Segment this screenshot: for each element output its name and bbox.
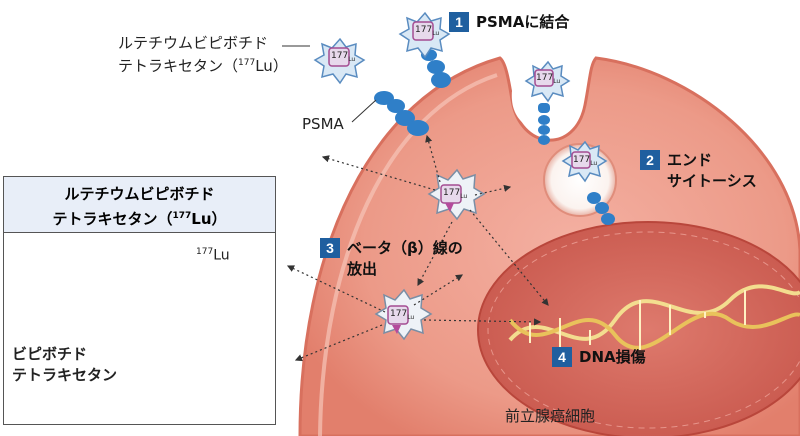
step-2-text: エンドサイトーシス <box>667 151 757 190</box>
step-1-number: 1 <box>449 12 469 32</box>
step-4: 4 DNA損傷 <box>552 347 646 368</box>
molecule-badge-top: 177Lu <box>415 25 440 37</box>
step-1-text: PSMAに結合 <box>476 13 570 31</box>
dna-helix <box>508 284 800 350</box>
drug-name-label: ルテチウムビピボチド テトラキセタン（177Lu） <box>118 33 288 76</box>
cell-membrane-inner <box>318 73 498 436</box>
psma-receptor-pocket <box>538 103 550 145</box>
psma-label: PSMA <box>302 115 344 133</box>
molecule-badge-center: 177Lu <box>443 188 468 200</box>
radioligand-molecule-top <box>398 11 451 59</box>
legend-title: ルテチウムビピボチド テトラキセタン（177Lu） <box>4 177 275 233</box>
psma-label-leader <box>351 99 377 123</box>
molecule-badge-lower: 177Lu <box>390 309 415 321</box>
step-3-text: ベータ（β）線の放出 <box>347 239 463 278</box>
dna-rungs <box>529 290 746 350</box>
step-1: 1 PSMAに結合 <box>449 12 569 33</box>
step-3: 3 ベータ（β）線の放出 <box>320 238 463 280</box>
step-4-number: 4 <box>552 347 572 367</box>
radioligand-molecule-center <box>427 168 486 221</box>
legend-ligand-label: ビピボチド テトラキセタン <box>12 345 118 384</box>
drug-name-line1: ルテチウムビピボチド <box>118 34 269 52</box>
drug-name-line2: テトラキセタン（177Lu） <box>118 57 288 75</box>
step-3-number: 3 <box>320 238 340 258</box>
radioligand-molecule-lower <box>374 288 433 341</box>
radioligand-molecule-pocket <box>524 60 571 103</box>
cell-label: 前立腺癌細胞 <box>505 407 596 425</box>
legend-isotope-label: 177Lu <box>196 247 230 264</box>
step-4-text: DNA損傷 <box>579 348 646 366</box>
molecule-badge-vesicle: 177Lu <box>573 155 598 167</box>
beta-emission-arrows <box>286 134 549 362</box>
nucleus-inner-membrane <box>487 231 800 429</box>
molecule-badge-left: 177Lu <box>331 51 356 63</box>
legend-box: ルテチウムビピボチド テトラキセタン（177Lu） <box>3 176 276 425</box>
psma-receptor-left <box>374 91 429 136</box>
step-2-number: 2 <box>640 150 660 170</box>
radioligand-molecule-left <box>313 37 366 85</box>
radioligand-molecule-vesicle <box>561 140 608 183</box>
step-2: 2 エンドサイトーシス <box>640 150 757 192</box>
molecule-badge-pocket: 177Lu <box>536 73 561 85</box>
psma-receptor-vesicle <box>587 192 615 225</box>
